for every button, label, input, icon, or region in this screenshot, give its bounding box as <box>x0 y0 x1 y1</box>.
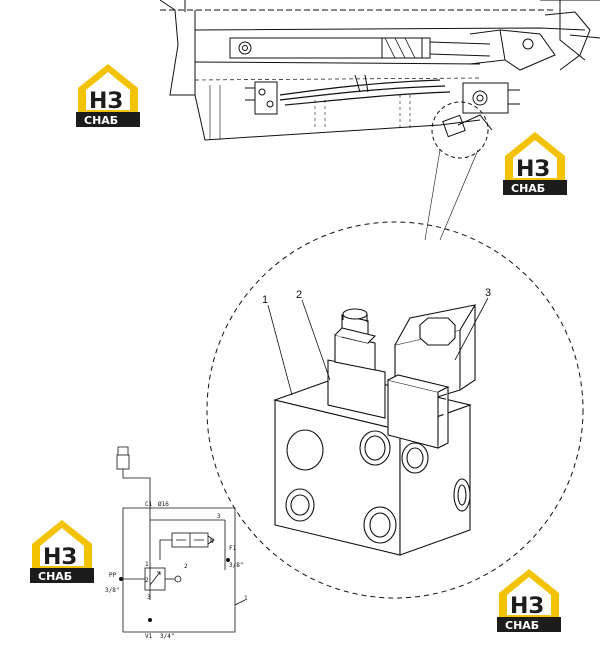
schem-diameter: Ø16 <box>158 501 169 508</box>
schem-port-f1: F1 <box>229 545 237 552</box>
watermark-logo-3: НЗ СНАБ <box>30 520 94 583</box>
schem-valve-3: 3 <box>147 594 151 601</box>
watermark-logo-4: НЗ СНАБ <box>497 569 561 632</box>
schem-size-f1: 3/8" <box>229 562 243 569</box>
schem-valve-2-left: 2 <box>145 577 149 584</box>
schem-valve-2-right: 2 <box>184 563 188 570</box>
callout-2: 2 <box>296 289 302 301</box>
svg-text:СНАБ: СНАБ <box>38 570 72 583</box>
watermark-logo-2: НЗ СНАБ <box>503 132 567 195</box>
svg-text:СНАБ: СНАБ <box>84 114 118 127</box>
schem-label-3: 3 <box>217 513 221 520</box>
svg-text:НЗ: НЗ <box>510 594 544 619</box>
schem-port-v1: V1 <box>145 633 153 640</box>
hydraulic-schematic <box>116 446 246 633</box>
schematic-labels: C1 Ø16 3 F1 3/8" PP 3/8" 1 2 2 3 1 V1 3/… <box>105 501 248 640</box>
schem-port-pp: PP <box>109 572 117 579</box>
svg-text:НЗ: НЗ <box>516 157 550 182</box>
schem-port-c1: C1 <box>145 501 153 508</box>
svg-text:СНАБ: СНАБ <box>511 182 545 195</box>
schem-size-pp: 3/8" <box>105 587 119 594</box>
schem-line-1: 1 <box>244 595 248 602</box>
callout-1: 1 <box>262 294 268 306</box>
watermark-logo-1: НЗ СНАБ <box>76 64 140 127</box>
detail-circle <box>206 221 584 599</box>
schem-coil-w: W <box>210 538 214 545</box>
svg-text:НЗ: НЗ <box>89 89 123 114</box>
callout-3: 3 <box>485 287 491 299</box>
callout-leaders <box>267 297 489 396</box>
svg-text:НЗ: НЗ <box>43 545 77 570</box>
valve-block-detail <box>273 304 477 556</box>
schem-valve-1: 1 <box>145 561 149 568</box>
machine-assembly <box>159 0 600 241</box>
schem-size-v1: 3/4" <box>160 633 174 640</box>
svg-text:СНАБ: СНАБ <box>505 619 539 632</box>
